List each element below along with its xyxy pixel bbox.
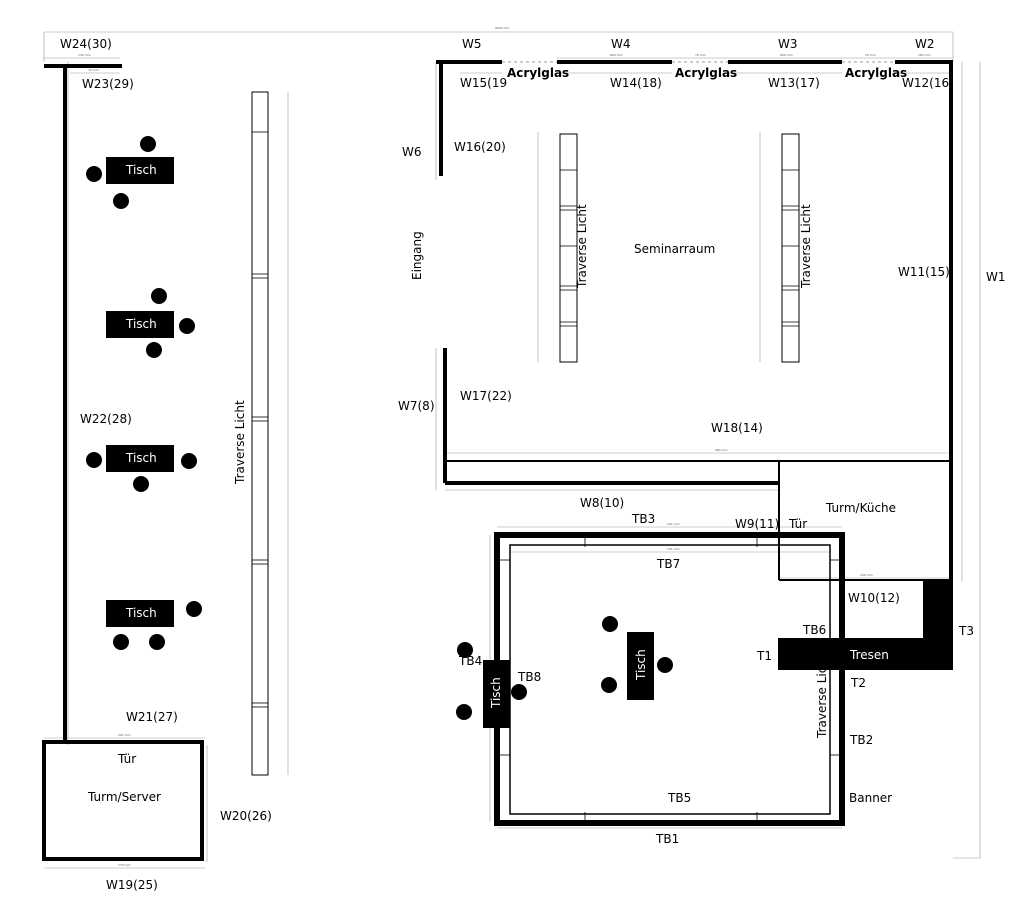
svg-text:70 mm: 70 mm <box>88 68 99 72</box>
seminar-truss-right <box>781 133 800 363</box>
label-tuer-server: Tür <box>117 752 136 766</box>
svg-text:70 mm: 70 mm <box>695 53 706 57</box>
label-tb4: TB4 <box>458 654 482 668</box>
label-w21: W21(27) <box>126 710 178 724</box>
label-traverse-sem-2: Traverse Licht <box>799 204 813 289</box>
label-tb2: TB2 <box>849 733 873 747</box>
svg-text:160 mm: 160 mm <box>918 53 931 57</box>
label-tisch-4: Tisch <box>125 606 157 620</box>
label-w22: W22(28) <box>80 412 132 426</box>
label-tb6: TB6 <box>802 623 826 637</box>
seminar-room-walls <box>436 60 953 582</box>
label-tisch-tb4: Tisch <box>489 677 503 709</box>
label-tisch-2: Tisch <box>125 317 157 331</box>
svg-text:221 mm: 221 mm <box>118 733 131 737</box>
tb4-table-group <box>456 642 527 728</box>
label-w13: W13(17) <box>768 76 820 90</box>
label-w16: W16(20) <box>454 140 506 154</box>
label-tb1: TB1 <box>655 832 679 846</box>
label-w4: W4 <box>611 37 631 51</box>
label-tisch-1: Tisch <box>125 163 157 177</box>
dimension-marks: 9600 mm 130 mm 70 mm 600 mm 70 mm 600 mm… <box>78 26 931 867</box>
svg-text:130 mm: 130 mm <box>78 53 91 57</box>
label-turm-server: Turm/Server <box>87 790 161 804</box>
label-acryl-2: Acrylglas <box>675 66 737 80</box>
svg-text:600 mm: 600 mm <box>610 53 623 57</box>
label-traverse-left: Traverse Licht <box>233 400 247 485</box>
label-traverse-tb: Traverse Lich <box>815 659 829 739</box>
label-w15: W15(19 <box>460 76 507 90</box>
dimension-lines <box>43 31 981 869</box>
label-tresen: Tresen <box>849 648 889 662</box>
svg-text:101 mm: 101 mm <box>667 522 680 526</box>
label-tb8: TB8 <box>517 670 541 684</box>
label-tb7: TB7 <box>656 557 680 571</box>
label-w3: W3 <box>778 37 798 51</box>
label-seminarraum: Seminarraum <box>634 242 715 256</box>
label-turm-kueche: Turm/Küche <box>825 501 896 515</box>
left-table-group-1 <box>86 136 174 209</box>
label-w6: W6 <box>402 145 422 159</box>
svg-text:170 mm: 170 mm <box>118 863 131 867</box>
left-light-truss <box>251 91 269 776</box>
svg-text:9600 mm: 9600 mm <box>495 26 510 30</box>
label-banner: Banner <box>849 791 892 805</box>
label-w1: W1 <box>986 270 1006 284</box>
label-tuer-kueche: Tür <box>788 517 807 531</box>
label-w12: W12(16) <box>902 76 954 90</box>
label-w2: W2 <box>915 37 935 51</box>
label-w18: W18(14) <box>711 421 763 435</box>
label-tb3: TB3 <box>631 512 655 526</box>
label-w17: W17(22) <box>460 389 512 403</box>
label-traverse-sem-1: Traverse Licht <box>575 204 589 289</box>
label-tisch-center: Tisch <box>634 649 648 681</box>
label-eingang: Eingang <box>410 231 424 280</box>
tresen-counter <box>778 580 953 670</box>
label-w20: W20(26) <box>220 809 272 823</box>
label-acryl-1: Acrylglas <box>507 66 569 80</box>
label-w9: W9(11) <box>735 517 779 531</box>
label-acryl-3: Acrylglas <box>845 66 907 80</box>
label-w19: W19(25) <box>106 878 158 892</box>
left-table-group-3 <box>86 445 197 492</box>
label-w23: W23(29) <box>82 77 134 91</box>
left-area-walls <box>42 64 204 861</box>
svg-text:600 mm: 600 mm <box>780 53 793 57</box>
label-t2: T2 <box>850 676 866 690</box>
svg-text:101 mm: 101 mm <box>667 547 680 551</box>
svg-text:190 mm: 190 mm <box>860 573 873 577</box>
label-tb5: TB5 <box>667 791 691 805</box>
left-table-group-4 <box>106 600 202 650</box>
label-w11: W11(15) <box>898 265 950 279</box>
svg-text:980 mm: 980 mm <box>715 448 728 452</box>
label-w24: W24(30) <box>60 37 112 51</box>
left-table-group-2 <box>106 288 195 358</box>
labels: W24(30) W23(29) W22(28) W21(27) W20(26) … <box>60 37 1006 892</box>
label-w10: W10(12) <box>848 591 900 605</box>
label-t3: T3 <box>958 624 974 638</box>
svg-text:70 mm: 70 mm <box>865 53 876 57</box>
seminar-truss-left <box>559 133 578 363</box>
label-tisch-3: Tisch <box>125 451 157 465</box>
label-w14: W14(18) <box>610 76 662 90</box>
label-t1: T1 <box>756 649 772 663</box>
label-w5: W5 <box>462 37 482 51</box>
label-w8: W8(10) <box>580 496 624 510</box>
label-w7: W7(8) <box>398 399 435 413</box>
center-table-group <box>601 616 673 700</box>
